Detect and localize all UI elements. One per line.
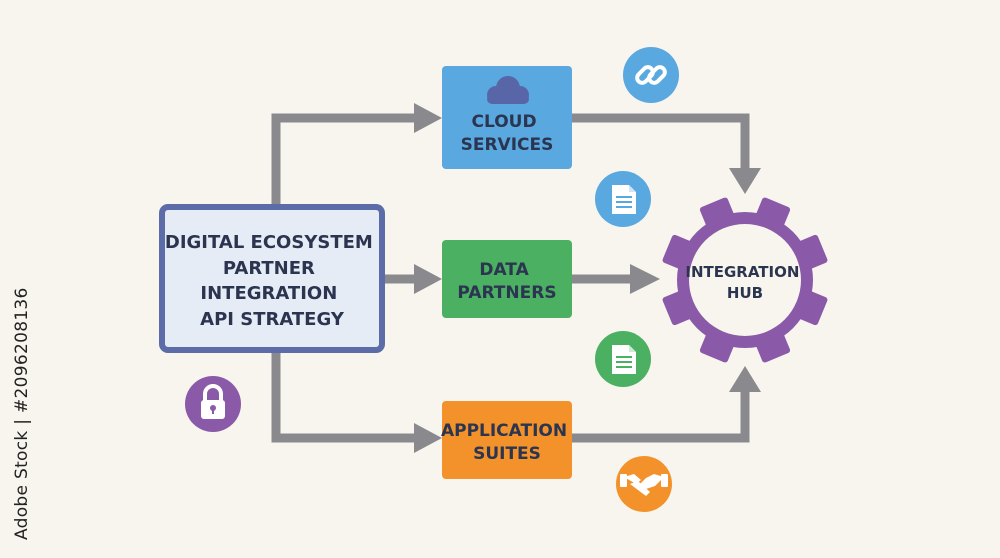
cloud-line-1: CLOUD [472, 112, 537, 132]
cloud-icon [487, 76, 529, 104]
arrowhead-hub-left [630, 264, 660, 294]
lock-icon [185, 376, 241, 432]
apps-line-1: APPLICATION [441, 421, 567, 441]
source-line-2: PARTNER [223, 258, 315, 279]
svg-text:INTEGRATION HUB: INTEGRATION HUB [685, 263, 804, 302]
arrow-apps-to-hub [572, 392, 750, 443]
cloud-line-2: SERVICES [461, 135, 554, 155]
arrowheads [414, 103, 761, 453]
link-icon [623, 47, 679, 103]
cloud-services-box: CLOUD SERVICES [442, 66, 572, 169]
data-line-1: DATA [479, 260, 529, 280]
svg-text:DIGITAL ECOSYSTEM PARTNE: DIGITAL ECOSYSTEM PARTNER INTEGRATION AP… [165, 232, 379, 330]
integration-hub: INTEGRATION HUB [662, 197, 828, 363]
arrow-to-apps [271, 352, 416, 443]
arrow-to-cloud [271, 113, 416, 205]
apps-line-2: SUITES [473, 444, 541, 464]
arrowhead-apps [414, 423, 442, 453]
data-line-2: PARTNERS [457, 283, 556, 303]
connectors [271, 113, 750, 443]
application-suites-box: APPLICATION SUITES [441, 401, 573, 479]
arrowhead-hub-bottom [729, 366, 761, 392]
arrowhead-data [414, 264, 442, 294]
document-icon [595, 331, 651, 387]
hub-line-2: HUB [727, 284, 763, 302]
source-line-1: DIGITAL ECOSYSTEM [165, 232, 373, 253]
arrow-cloud-to-hub [572, 113, 750, 170]
document-icon [595, 171, 651, 227]
arrowhead-hub-top [729, 168, 761, 194]
source-box: DIGITAL ECOSYSTEM PARTNER INTEGRATION AP… [159, 204, 385, 353]
stock-id-label: Adobe Stock | #2096208136 [12, 287, 32, 540]
svg-text:APPLICATION SUITES: APPLICATION SUITES [441, 421, 573, 464]
handshake-icon [616, 456, 672, 512]
source-line-3: INTEGRATION [200, 283, 337, 304]
arrowhead-cloud [414, 103, 442, 133]
svg-text:CLOUD SERVICES: CLOUD SERVICES [461, 112, 554, 155]
source-line-4: API STRATEGY [200, 309, 345, 330]
data-partners-box: DATA PARTNERS [442, 240, 572, 318]
hub-line-1: INTEGRATION [685, 263, 799, 281]
svg-text:DATA PARTNERS: DATA PARTNERS [457, 260, 556, 303]
